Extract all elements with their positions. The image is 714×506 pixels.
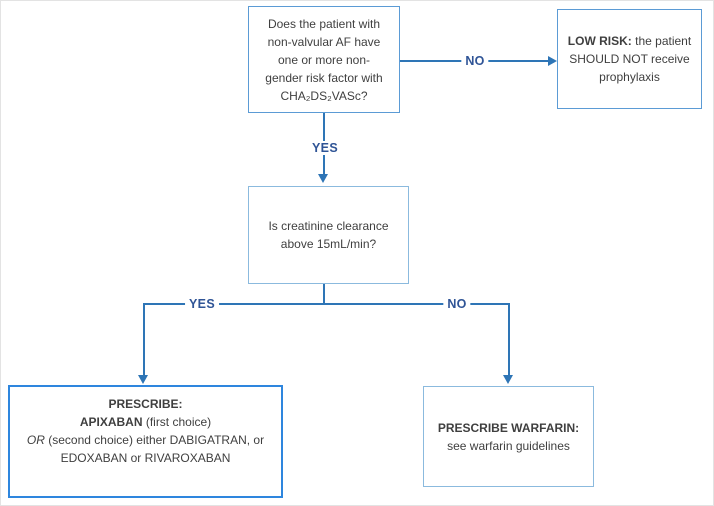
node-text-line: PRESCRIBE WARFARIN:: [430, 419, 587, 437]
node-text-line: non-valvular AF have: [267, 34, 381, 49]
warfarin-heading: PRESCRIBE WARFARIN:: [437, 420, 580, 435]
edge-label-no-branch: NO: [443, 297, 471, 311]
second-choice-text: (second choice) either DABIGATRAN, or: [44, 432, 265, 447]
node-text-line: Does the patient with: [267, 16, 381, 31]
edge-label-yes-mid: YES: [308, 141, 342, 155]
node-text-line: CHA₂DS₂VASc?: [280, 88, 368, 103]
node-text-line: gender risk factor with: [265, 70, 383, 85]
node-text-line: Is creatinine clearance: [268, 219, 389, 233]
connector-yes-branch-line: [143, 303, 145, 376]
node-text-line: PRESCRIBE:: [16, 395, 275, 413]
arrowhead-right-icon: [548, 56, 557, 66]
node-prescribe-warfarin: PRESCRIBE WARFARIN: see warfarin guideli…: [423, 386, 594, 487]
arrowhead-down-icon: [138, 375, 148, 384]
node-text-line: SHOULD NOT receive: [569, 52, 690, 66]
edge-label-yes-branch: YES: [185, 297, 219, 311]
connector-no-branch-line: [508, 303, 510, 376]
node-text-line: EDOXABAN or RIVAROXABAN: [60, 450, 231, 465]
first-choice-text: (first choice): [142, 414, 212, 429]
node-text-line: prophylaxis: [599, 70, 660, 84]
or-text: OR: [26, 432, 45, 447]
node-text-line: APIXABAN (first choice): [16, 413, 275, 431]
node-prescribe-doac: PRESCRIBE: APIXABAN (first choice) OR (s…: [8, 385, 283, 498]
node-text-line: OR (second choice) either DABIGATRAN, or: [16, 431, 275, 449]
node-question-cha2ds2vasc: Does the patient with non-valvular AF ha…: [248, 6, 400, 113]
prescribe-heading: PRESCRIBE:: [108, 396, 183, 411]
low-risk-rest: the patient: [631, 34, 692, 48]
connector-branch-stem: [323, 284, 325, 304]
node-text-line: above 15mL/min?: [280, 237, 377, 251]
node-question-creatinine: Is creatinine clearance above 15mL/min?: [248, 186, 409, 284]
arrowhead-down-icon: [503, 375, 513, 384]
node-text-line: one or more non-: [277, 52, 371, 67]
node-low-risk: LOW RISK: the patient SHOULD NOT receive…: [557, 9, 702, 109]
apixaban-text: APIXABAN: [79, 414, 143, 429]
low-risk-heading: LOW RISK:: [567, 34, 632, 48]
connector-branch-crossbar: [143, 303, 509, 305]
edge-label-no-top: NO: [461, 54, 489, 68]
arrowhead-down-icon: [318, 174, 328, 183]
node-text-line: see warfarin guidelines: [447, 438, 570, 453]
node-text-line: LOW RISK: the patient: [564, 32, 695, 50]
